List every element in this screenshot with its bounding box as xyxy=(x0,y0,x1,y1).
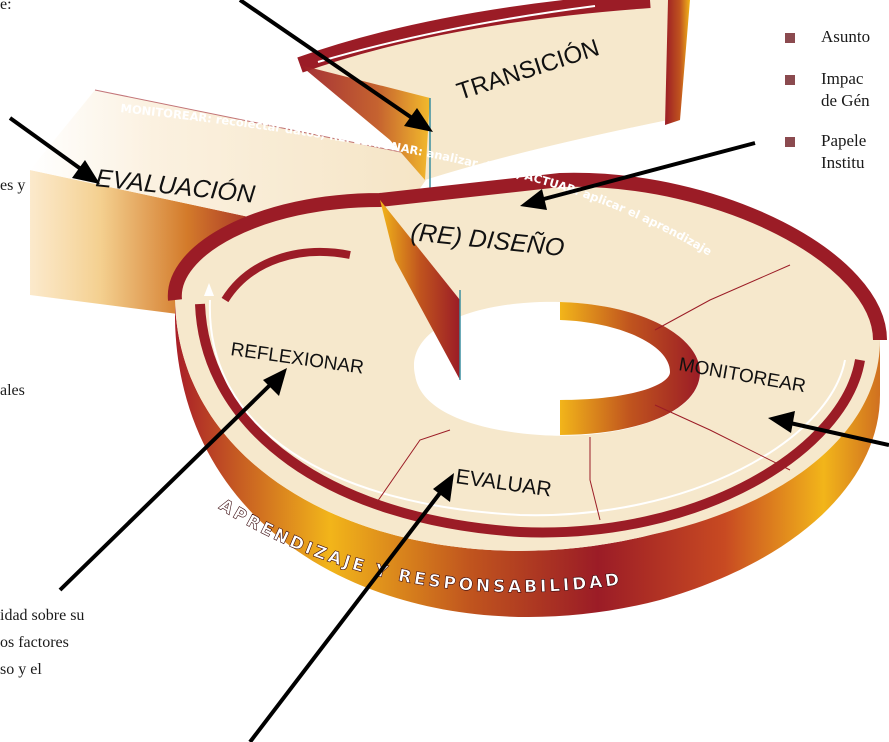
arrow-to-evaluar xyxy=(248,491,442,742)
arrow-head-icon xyxy=(433,473,454,502)
right-bullet-list: Asunto Impac de Gén Papele Institu xyxy=(785,26,870,194)
left-text-fragment-4: idad sobre su xyxy=(0,607,85,624)
cycle-ring xyxy=(167,172,887,618)
arrow-head-icon xyxy=(768,411,795,433)
left-text-fragment-5: os factores xyxy=(0,634,69,651)
arrow-head-icon xyxy=(72,160,100,184)
left-text-fragment-6: so y el xyxy=(0,661,42,678)
pointer-arrows xyxy=(8,0,889,742)
arrow-head-icon xyxy=(263,368,287,396)
square-bullet-icon xyxy=(785,33,795,43)
square-bullet-icon xyxy=(785,137,795,147)
transition-block xyxy=(297,0,690,190)
list-item: Impac de Gén xyxy=(785,68,870,112)
left-text-fragment-3: ales xyxy=(0,382,25,399)
arrow-to-monitorear xyxy=(789,421,889,447)
arrow-to-rediseno xyxy=(539,141,756,202)
square-bullet-icon xyxy=(785,75,795,85)
list-item: Asunto xyxy=(785,26,870,48)
left-text-fragment-2: es y xyxy=(0,177,26,194)
arrow-to-evaluacion xyxy=(8,116,87,174)
left-text-fragment-1: e: xyxy=(0,0,12,13)
arrow-to-reflexionar xyxy=(58,383,272,592)
arrow-head-icon xyxy=(520,189,547,210)
arrow-to-transicion xyxy=(238,0,417,122)
arrow-head-icon xyxy=(404,108,433,132)
list-item: Papele Institu xyxy=(785,130,870,174)
